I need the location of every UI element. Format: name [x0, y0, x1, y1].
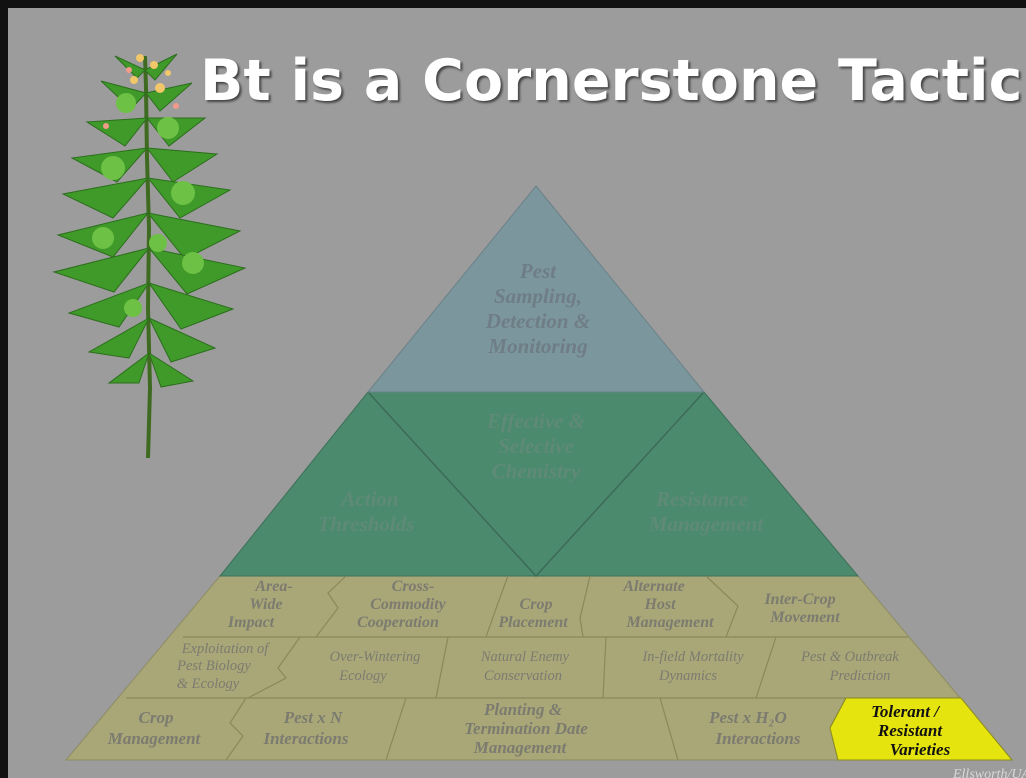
- cell-crop-management: Crop Management: [107, 708, 202, 748]
- middle-center-label: Effective & Selective Chemistry: [486, 409, 586, 483]
- ipm-pyramid-diagram: Pest Sampling, Detection & Monitoring Ac…: [52, 53, 1026, 778]
- apex-label: Pest Sampling, Detection & Monitoring: [485, 259, 591, 358]
- apex-line-2: Sampling,: [494, 284, 582, 308]
- cell-tolerant-varieties: Tolerant / Resistant Varieties: [871, 702, 951, 759]
- cell-text: Crop: [520, 596, 553, 613]
- middle-right-line-2: Management: [648, 512, 765, 536]
- cell-text: Pest x N: [283, 708, 343, 727]
- middle-right-label: Resistance Management: [648, 487, 765, 536]
- cell-crop-placement: Crop Placement: [497, 596, 568, 631]
- cell-text: Interactions: [262, 729, 348, 748]
- cell-text: & Ecology: [177, 676, 240, 692]
- cell-pest-biology: Exploitation of Pest Biology & Ecology: [176, 641, 270, 692]
- base-row-1: Area- Wide Impact Cross- Commodity Coope…: [227, 578, 840, 631]
- cell-text: Cross-: [392, 578, 435, 595]
- cell-text: Prediction: [829, 668, 891, 684]
- cell-outbreak-prediction: Pest & Outbreak Prediction: [800, 649, 899, 684]
- cell-text: Pest & Outbreak: [800, 649, 899, 665]
- base-row-2: Exploitation of Pest Biology & Ecology O…: [176, 641, 899, 692]
- cell-infield-mortality: In-field Mortality Dynamics: [641, 649, 744, 684]
- cell-text: Commodity: [370, 596, 446, 613]
- cell-text: Dynamics: [658, 668, 717, 684]
- cell-pest-x-n: Pest x N Interactions: [262, 708, 348, 748]
- cell-text: Conservation: [484, 668, 562, 684]
- apex-line-4: Monitoring: [487, 334, 587, 358]
- cell-text: Resistant: [877, 721, 944, 740]
- cell-text: Management: [473, 738, 568, 757]
- middle-center-triangle-outline: [367, 391, 705, 578]
- middle-center-line-1: Effective &: [486, 409, 586, 433]
- cell-text: Wide: [249, 596, 282, 613]
- highlight-tolerant-varieties: [829, 697, 1014, 761]
- apex-line-1: Pest: [519, 259, 557, 283]
- cell-inter-crop: Inter-Crop Movement: [763, 591, 840, 626]
- cell-text: In-field Mortality: [641, 649, 744, 665]
- cell-alternate-host: Alternate Host Management: [622, 578, 714, 631]
- cell-cross-commodity: Cross- Commodity Cooperation: [357, 578, 447, 631]
- cell-text: Over-Wintering: [330, 649, 421, 665]
- cell-text: Exploitation of: [181, 641, 271, 657]
- apex-line-3: Detection &: [485, 309, 591, 333]
- cell-text: Varieties: [890, 740, 951, 759]
- cell-text: Natural Enemy: [480, 649, 570, 665]
- middle-center-line-3: Chemistry: [492, 459, 581, 483]
- cell-text: Movement: [769, 609, 840, 626]
- cell-text: Management: [625, 614, 714, 631]
- cell-text: Pest Biology: [176, 658, 251, 674]
- cell-text: Area-: [254, 578, 292, 595]
- cell-text: Management: [107, 729, 202, 748]
- middle-right-line-1: Resistance: [655, 487, 748, 511]
- slide-title: Bt is a Cornerstone Tactic: [200, 48, 1023, 114]
- cell-text: Termination Date: [464, 719, 588, 738]
- cell-text: Host: [643, 596, 676, 613]
- cell-text: Placement: [497, 614, 568, 631]
- middle-left-label: Action Thresholds: [318, 487, 415, 536]
- cell-text: Inter-Crop: [763, 591, 835, 608]
- cell-text: Impact: [227, 614, 275, 631]
- cell-over-wintering: Over-Wintering Ecology: [330, 649, 421, 684]
- middle-left-line-2: Thresholds: [318, 512, 415, 536]
- middle-left-line-1: Action: [339, 487, 398, 511]
- cell-text: Ecology: [338, 668, 387, 684]
- cell-text: Cooperation: [357, 614, 439, 631]
- cell-text: Crop: [139, 708, 174, 727]
- image-credit: Ellsworth/UA: [952, 767, 1026, 778]
- middle-center-line-2: Selective: [498, 434, 574, 458]
- cell-pest-x-h2o: Pest x H₂O Interactions: [708, 708, 801, 748]
- cell-text: Interactions: [714, 729, 800, 748]
- pyramid-apex: [366, 185, 706, 393]
- cell-text: Pest x H₂O: [708, 708, 787, 727]
- cell-text: Alternate: [622, 578, 684, 595]
- cell-text: Tolerant /: [871, 702, 941, 721]
- cotton-plant-illustration: [52, 53, 247, 459]
- base-row-3: Crop Management Pest x N Interactions Pl…: [107, 700, 951, 759]
- cell-planting-termination: Planting & Termination Date Management: [464, 700, 588, 757]
- cell-text: Planting &: [483, 700, 563, 719]
- cell-area-wide-impact: Area- Wide Impact: [227, 578, 293, 631]
- cell-natural-enemy: Natural Enemy Conservation: [480, 649, 570, 684]
